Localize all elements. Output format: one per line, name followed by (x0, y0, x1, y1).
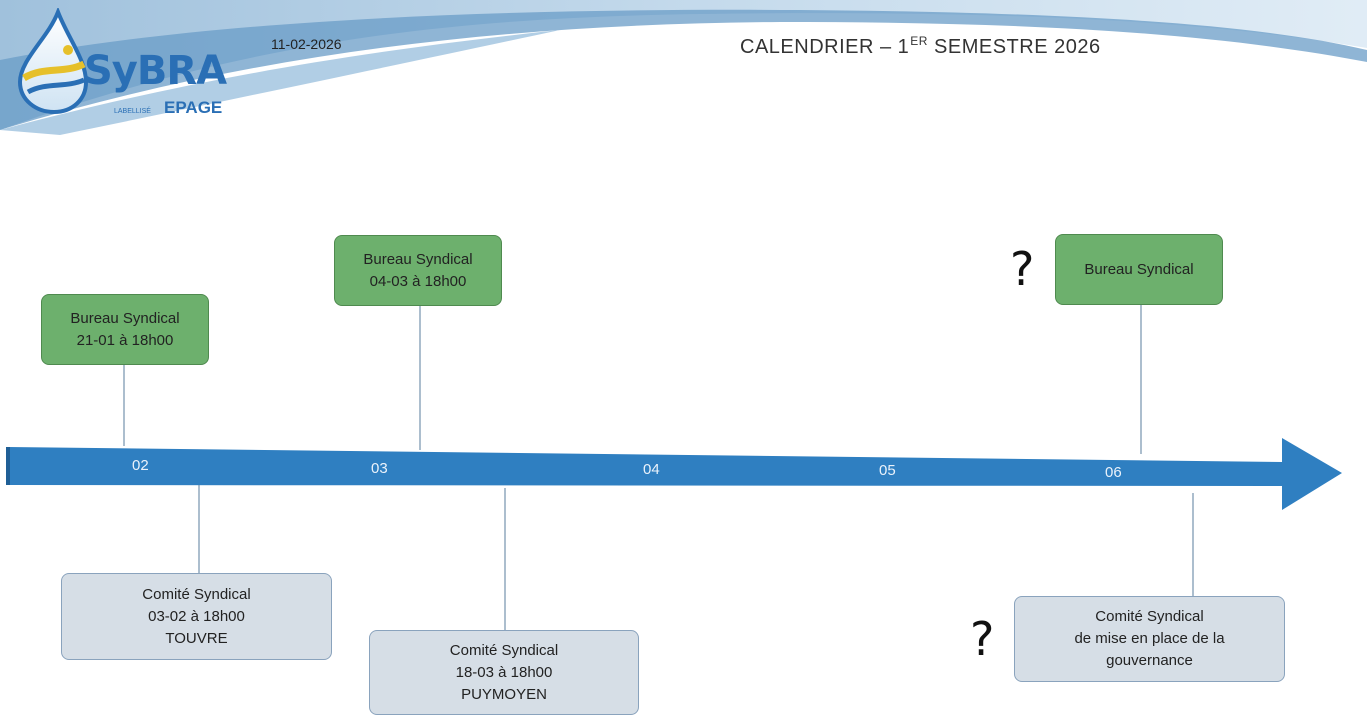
document-date: 11-02-2026 (271, 36, 342, 52)
event-line: 03-02 à 18h00 (148, 607, 245, 625)
event-line: Comité Syndical (142, 585, 251, 603)
title-prefix: CALENDRIER – 1 (740, 36, 910, 58)
event-line: Comité Syndical (449, 641, 559, 659)
question-mark-icon: ? (1010, 242, 1035, 296)
timeline-start-edge (6, 447, 10, 485)
logo-name: SyBRA (84, 48, 227, 94)
event-line: Bureau Syndical (363, 250, 473, 268)
comite-syndical-event: Comité Syndical 18-03 à 18h00 PUYMOYEN (369, 630, 639, 715)
event-line: de mise en place de la (1074, 630, 1225, 647)
event-line: gouvernance (1106, 652, 1193, 669)
timeline-arrow (8, 438, 1342, 510)
month-label-02: 02 (132, 457, 149, 474)
month-label-05: 05 (879, 462, 896, 479)
month-label-03: 03 (371, 460, 388, 477)
comite-syndical-event: Comité Syndical 03-02 à 18h00 TOUVRE (61, 573, 332, 660)
bureau-syndical-event: Bureau Syndical 21-01 à 18h00 (41, 294, 209, 365)
month-label-04: 04 (643, 461, 660, 478)
event-line: PUYMOYEN (461, 685, 547, 703)
title-superscript: ER (910, 34, 928, 48)
event-line: 21-01 à 18h00 (76, 331, 174, 349)
header-wave-banner (0, 0, 1367, 135)
event-line: Bureau Syndical (70, 309, 180, 327)
event-line: 04-03 à 18h00 (369, 272, 467, 290)
water-drop-icon (17, 8, 89, 115)
bureau-syndical-event: Bureau Syndical 04-03 à 18h00 (334, 235, 502, 306)
sybra-logo: SyBRA LABELLISÉ EPAGE (14, 8, 227, 117)
logo-subtitle: EPAGE (164, 98, 223, 117)
month-label-06: 06 (1105, 464, 1122, 481)
page-title: CALENDRIER – 1ER SEMESTRE 2026 (740, 34, 1101, 59)
logo-subtitle-small: LABELLISÉ (114, 108, 151, 115)
event-line: Comité Syndical (1095, 608, 1204, 625)
title-suffix: SEMESTRE 2026 (927, 36, 1101, 58)
comite-syndical-event: Comité Syndical de mise en place de la g… (1014, 596, 1285, 682)
bureau-syndical-event: Bureau Syndical (1055, 234, 1223, 305)
question-mark-icon: ? (970, 612, 995, 666)
event-line: TOUVRE (165, 629, 228, 647)
event-line: 18-03 à 18h00 (455, 663, 553, 681)
event-line: Bureau Syndical (1084, 260, 1194, 278)
